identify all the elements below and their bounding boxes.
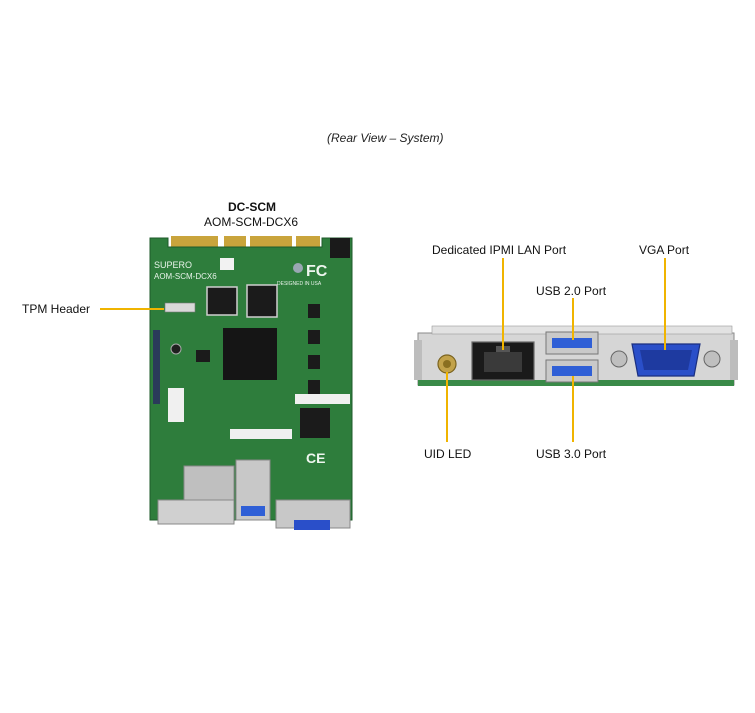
lan-port-opening (484, 352, 522, 372)
chip-2 (246, 284, 278, 318)
vga-port-label: VGA Port (639, 243, 690, 257)
vga-screw-right (703, 350, 721, 368)
usb2-port-tongue (552, 338, 592, 348)
usb2-port-label: USB 2.0 Port (536, 284, 607, 298)
fcc-logo: FC (306, 263, 328, 280)
usb3-port-label: USB 3.0 Port (536, 447, 607, 461)
panel-lip-right (730, 340, 738, 380)
barcode-label-3 (168, 388, 184, 422)
tpm-header-label: TPM Header (22, 302, 91, 316)
chip-small-b (308, 330, 320, 344)
rear-view-caption: (Rear View – System) (327, 131, 444, 145)
dc-scm-board: SUPERO AOM-SCM-DCX6 DESIGNED IN USA FC C… (149, 236, 353, 530)
usb-port-blue (241, 506, 265, 516)
panel-lip-left (414, 340, 422, 380)
barcode-label-1 (295, 394, 350, 404)
silk-brand: SUPERO (154, 260, 192, 270)
standoff (170, 343, 182, 355)
usb3-port-tongue (552, 366, 592, 376)
edge-connector-fingers (171, 236, 320, 248)
board-title: DC-SCM (228, 200, 276, 214)
main-processor (223, 328, 277, 380)
side-header-pins (153, 330, 160, 404)
bracket-strip (157, 499, 235, 525)
chip-1 (206, 286, 238, 316)
ipmi-lan-port-label: Dedicated IPMI LAN Port (432, 243, 567, 257)
round-component (293, 263, 303, 273)
chip-small-d (308, 380, 320, 394)
silk-designed: DESIGNED IN USA (277, 281, 322, 287)
uid-led-center (443, 360, 451, 368)
board-model: AOM-SCM-DCX6 (204, 215, 299, 229)
uid-led-label: UID LED (424, 447, 472, 461)
vga-screw-left (610, 350, 628, 368)
chip-small-a (308, 304, 320, 318)
rear-io-panel (414, 325, 738, 386)
vga-port-inner (640, 350, 692, 370)
ce-mark: CE (306, 450, 325, 466)
vga-port-board (294, 520, 330, 530)
chip-small-e (196, 350, 210, 362)
pcb-edge (418, 380, 734, 386)
chip-3 (300, 408, 330, 438)
tpm-header-connector (164, 302, 196, 313)
silk-model: AOM-SCM-DCX6 (154, 272, 217, 281)
chip-small-c (308, 355, 320, 369)
barcode-label-small (220, 258, 234, 270)
power-connector (330, 238, 350, 258)
barcode-label-2 (230, 429, 292, 439)
